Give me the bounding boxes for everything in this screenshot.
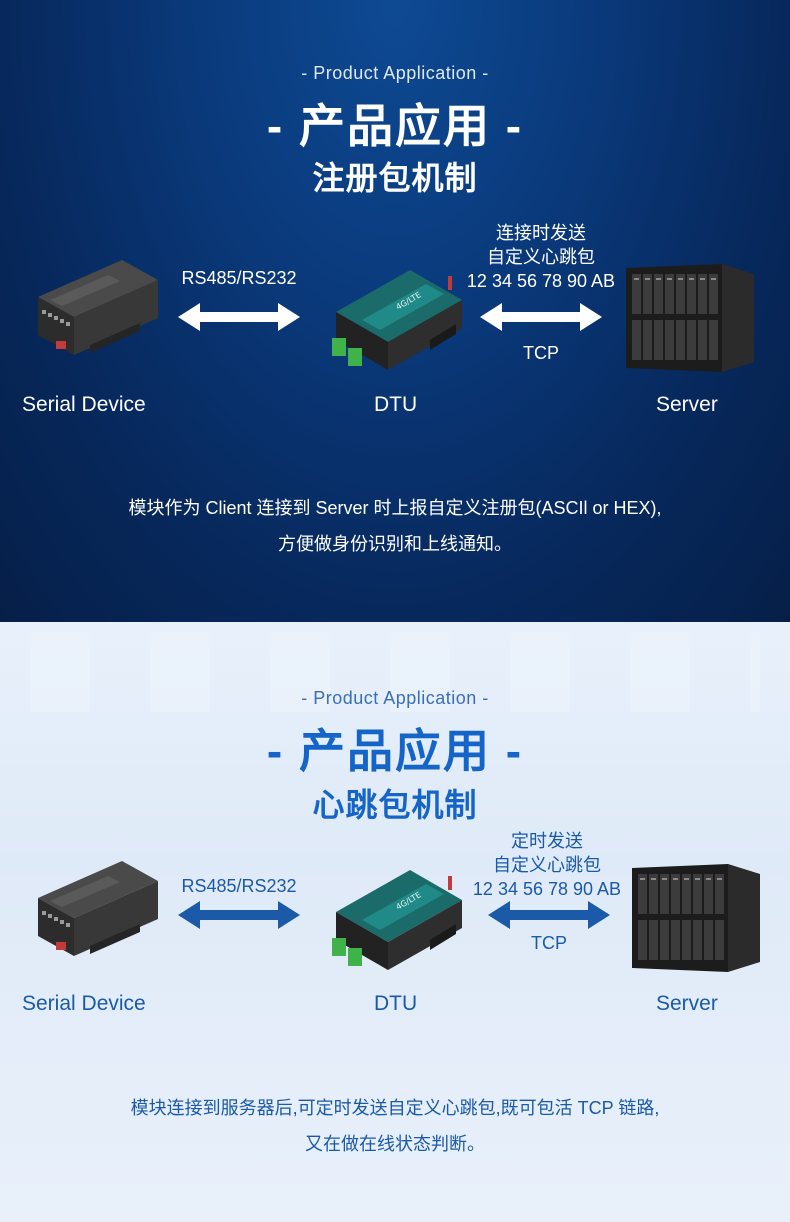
section-description: 模块作为 Client 连接到 Server 时上报自定义注册包(ASCIl o… <box>0 490 790 562</box>
section-registration-packet: - Product Application - - 产品应用 - 注册包机制 R… <box>0 0 790 622</box>
serial-link-arrow <box>178 303 300 331</box>
tcp-note-line-2: 自定义心跳包 <box>493 855 601 875</box>
serial-link-label: RS485/RS232 <box>181 876 297 896</box>
section-heartbeat-packet: - Product Application - - 产品应用 - 心跳包机制 R… <box>0 622 790 1222</box>
tcp-note-line-3: 12 34 56 78 90 AB <box>466 271 616 291</box>
section-subtitle: 心跳包机制 <box>312 787 478 823</box>
page-title: - 产品应用 - <box>266 725 524 777</box>
dtu-image: 4G/LTE <box>332 270 462 370</box>
device-label-dtu: DTU <box>374 992 418 1015</box>
description-line-1: 模块作为 Client 连接到 Server 时上报自定义注册包(ASCIl o… <box>128 498 662 518</box>
device-label-serial: Serial Device <box>22 393 146 416</box>
server-image <box>626 264 754 372</box>
tcp-link-note: 连接时发送 自定义心跳包 12 34 56 78 90 AB <box>452 221 630 293</box>
description-line-1: 模块连接到服务器后,可定时发送自定义心跳包,既可包活 TCP 链路, <box>130 1098 660 1118</box>
device-label-dtu: DTU <box>374 393 418 416</box>
background-texture <box>30 632 760 712</box>
description-line-2: 方便做身份识别和上线通知。 <box>278 534 512 554</box>
tcp-label: TCP <box>523 343 559 363</box>
tcp-note-line-1: 定时发送 <box>511 831 583 851</box>
tcp-note-line-3: 12 34 56 78 90 AB <box>472 879 622 899</box>
device-label-server: Server <box>656 992 718 1015</box>
device-label-server: Server <box>656 393 718 416</box>
section-en-tag: - Product Application - <box>301 63 489 83</box>
section-description: 模块连接到服务器后,可定时发送自定义心跳包,既可包活 TCP 链路, 又在做在线… <box>0 1090 790 1162</box>
section-en-tag: - Product Application - <box>301 688 489 708</box>
tcp-note-line-1: 连接时发送 <box>496 223 586 243</box>
serial-device-image <box>38 260 158 355</box>
tcp-link-arrow <box>488 901 610 929</box>
page-title: - 产品应用 - <box>266 100 524 152</box>
tcp-label: TCP <box>531 933 567 953</box>
section-subtitle: 注册包机制 <box>312 160 478 196</box>
tcp-note-line-2: 自定义心跳包 <box>487 247 595 267</box>
tcp-link-arrow <box>480 303 602 331</box>
description-line-2: 又在做在线状态判断。 <box>305 1134 485 1154</box>
server-image <box>632 864 760 972</box>
dtu-image: 4G/LTE <box>332 870 462 970</box>
device-label-serial: Serial Device <box>22 992 146 1015</box>
serial-link-label: RS485/RS232 <box>181 268 297 288</box>
tcp-link-note: 定时发送 自定义心跳包 12 34 56 78 90 AB <box>458 829 636 901</box>
serial-device-image <box>38 861 158 956</box>
serial-link-arrow <box>178 901 300 929</box>
